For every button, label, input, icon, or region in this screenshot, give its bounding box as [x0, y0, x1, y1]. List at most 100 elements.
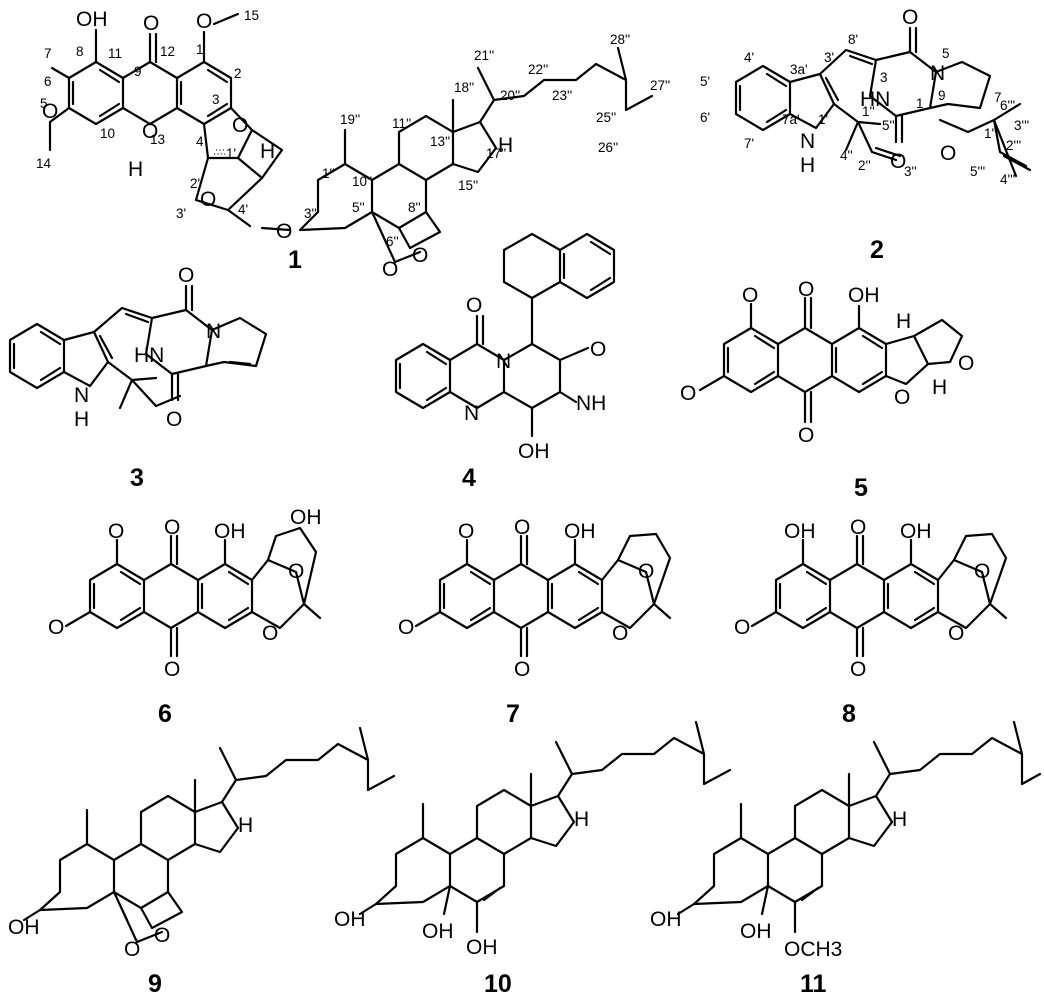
- compound-2-structure: O O N HN N H O 1 3 5 7 9 1' 3' 3a' 4' 5'…: [700, 6, 1032, 264]
- atom-o-ring-c5: O: [894, 386, 910, 409]
- atom-o-ome-bottom-c6: O: [48, 616, 64, 639]
- atom-h1-c1: H: [260, 140, 275, 163]
- atom-ho-c9: OH: [8, 916, 40, 939]
- svg-text:2: 2: [234, 66, 242, 81]
- compound-label-2: 2: [870, 236, 884, 264]
- svg-text:3a': 3a': [790, 62, 808, 77]
- compound-label-3: 3: [130, 464, 144, 492]
- svg-text:1': 1': [818, 112, 828, 127]
- atom-o-carbonyl-c1: O: [143, 12, 159, 35]
- atom-o-bridge-c6: O: [288, 560, 304, 583]
- atom-o-top-c4: O: [466, 294, 482, 317]
- atom-h17-c1: H: [498, 134, 513, 157]
- svg-text:1''': 1''': [984, 126, 999, 141]
- svg-text:8'': 8'': [408, 200, 421, 215]
- svg-text:23'': 23'': [552, 88, 572, 103]
- atom-n-c3: N: [206, 320, 221, 343]
- svg-text:1: 1: [916, 96, 924, 111]
- svg-text:5'': 5'': [882, 118, 895, 133]
- svg-text:1: 1: [196, 42, 204, 57]
- atom-o-peroxy2-c1: O: [412, 244, 428, 267]
- compound-label-11: 11: [800, 970, 827, 998]
- svg-text:3: 3: [212, 92, 220, 107]
- atom-h1-c5: H: [896, 310, 911, 333]
- svg-text:5''': 5''': [970, 164, 985, 179]
- atom-oh-c11: OH: [740, 920, 772, 943]
- svg-text:10'': 10'': [352, 174, 372, 189]
- atom-o-top-c7: O: [514, 516, 530, 539]
- svg-text:19'': 19'': [340, 112, 360, 127]
- atom-o-c1-c2: O: [890, 150, 906, 173]
- svg-text:17'': 17'': [486, 146, 506, 161]
- atom-h2-c5: H: [932, 376, 947, 399]
- svg-text:25'': 25'': [596, 110, 616, 125]
- compound-5-structure: O O O O OH O O H H 5: [680, 278, 974, 502]
- compound-label-8: 8: [842, 700, 856, 728]
- atom-o-bottom-c3: O: [166, 408, 182, 431]
- svg-text:22'': 22'': [528, 62, 548, 77]
- compound-label-10: 10: [484, 970, 512, 998]
- atom-o-furan-c1: O: [232, 114, 248, 137]
- compound-label-1: 1: [288, 246, 302, 274]
- atom-n5-c2: N: [930, 62, 945, 85]
- svg-text:5'': 5'': [352, 200, 365, 215]
- atom-o-ether-c2: O: [940, 142, 956, 165]
- atom-oh-left-c8: OH: [784, 520, 816, 543]
- svg-text:2': 2': [190, 176, 200, 191]
- compound-1-structure: OH O O O O O O O O O H H H 1 2 3 4 5 6 7…: [36, 8, 670, 281]
- svg-text:5': 5': [700, 74, 710, 89]
- atom-o-ome-top-c5: O: [742, 284, 758, 307]
- svg-text:3': 3': [824, 50, 834, 65]
- atom-o-ome-bottom-c7: O: [398, 616, 414, 639]
- atom-o-ring2-c1: O: [200, 188, 216, 211]
- svg-text:6''': 6''': [1000, 98, 1015, 113]
- svg-text:20'': 20'': [500, 88, 520, 103]
- svg-text:27'': 27'': [650, 78, 670, 93]
- atom-o-c5-c2: O: [902, 6, 918, 29]
- atom-o-bottom-c5: O: [798, 424, 814, 447]
- compound-9-structure: OH O O H 9: [8, 726, 396, 998]
- atom-o-peroxy2-c9: O: [154, 924, 170, 947]
- svg-text:18'': 18'': [454, 80, 474, 95]
- svg-text:3: 3: [880, 70, 888, 85]
- atom-hn-c3: HN: [134, 344, 164, 367]
- compound-label-5: 5: [854, 474, 868, 502]
- atom-o-bridge-c8: O: [974, 560, 990, 583]
- compound-8-structure: OH O O O OH O O 8: [734, 516, 1008, 728]
- compound-3-structure: O O N HN N H 3: [8, 264, 268, 492]
- atom-o-peroxy1-c1: O: [382, 258, 398, 281]
- svg-text:8: 8: [76, 44, 84, 59]
- svg-text:6': 6': [700, 110, 710, 125]
- atom-n-c4: N: [496, 350, 511, 373]
- atom-oh-c7: OH: [564, 520, 596, 543]
- atom-oh-top-c6: OH: [290, 506, 322, 529]
- atom-o-bottom-c8: O: [850, 658, 866, 681]
- atom-o-top-c8: O: [850, 516, 866, 539]
- atom-o-right-c4: O: [590, 338, 606, 361]
- svg-text:7': 7': [744, 136, 754, 151]
- compound-6-structure: O O O O OH OH O O 6: [48, 506, 322, 728]
- atom-o-top-c3: O: [178, 264, 194, 287]
- svg-text:9: 9: [134, 64, 142, 79]
- svg-text:3': 3': [176, 206, 186, 221]
- atom-o-ome-top-c6: O: [108, 520, 124, 543]
- svg-text:7: 7: [44, 46, 52, 61]
- svg-text:4''': 4''': [1000, 172, 1015, 187]
- atom-o-ring-c7: O: [612, 622, 628, 645]
- svg-text:2''': 2''': [1006, 138, 1021, 153]
- atom-oh-right-c8: OH: [900, 520, 932, 543]
- atom-o-ome-c1: O: [196, 10, 212, 33]
- atom-h-indole-c3: H: [74, 408, 89, 431]
- svg-text:2'': 2'': [858, 158, 871, 173]
- atom-o-bottom-c6: O: [164, 658, 180, 681]
- svg-text:11'': 11'': [392, 116, 411, 131]
- compound-label-4: 4: [462, 464, 476, 492]
- svg-text:11: 11: [108, 46, 122, 61]
- atom-o-top-c6: O: [164, 516, 180, 539]
- svg-text:6'': 6'': [386, 234, 399, 249]
- atom-o-ome-top-c7: O: [458, 520, 474, 543]
- compound-7-structure: O O O O OH O O 7: [398, 516, 672, 728]
- atom-hn-c2: HN: [860, 88, 890, 111]
- compound-4-structure: O O N N NH OH 4: [394, 232, 616, 492]
